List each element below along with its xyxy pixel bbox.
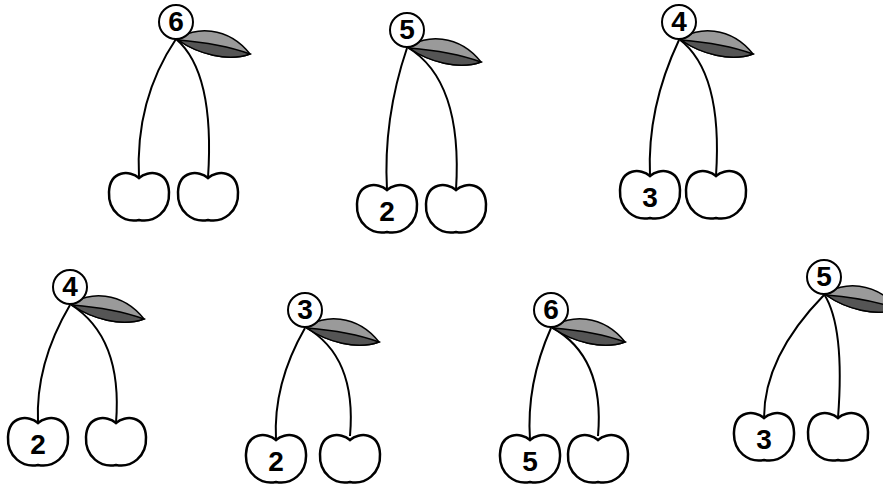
number-label: 5 [816, 263, 832, 291]
number-circle: 5 [389, 12, 425, 48]
number-label: 5 [399, 16, 415, 44]
number-circle: 4 [52, 269, 88, 305]
leaves [72, 31, 883, 345]
number-label: 3 [297, 296, 313, 324]
number-label: 6 [168, 8, 184, 36]
number-label: 2 [379, 198, 395, 226]
cherry-number: 3 [617, 168, 683, 222]
cherry-stem [38, 305, 70, 423]
number-label: 4 [62, 273, 78, 301]
number-label: 4 [671, 8, 687, 36]
number-circle: 5 [806, 259, 842, 295]
number-circle: 4 [661, 4, 697, 40]
number-circle: 6 [158, 4, 194, 40]
left-stem [139, 39, 176, 178]
cherry-stem [764, 295, 824, 418]
number-circle: 3 [287, 292, 323, 328]
cherry-number: 3 [731, 410, 797, 464]
cherry-number: 2 [354, 182, 420, 236]
number-label: 5 [522, 448, 538, 476]
number-label: 6 [543, 296, 559, 324]
cherry-stem [529, 328, 551, 440]
cherry-number: 5 [497, 432, 563, 486]
empty-cherries [86, 171, 868, 482]
number-label: 2 [30, 431, 46, 459]
cherry-number: 2 [5, 415, 71, 469]
cherry-number: 2 [243, 432, 309, 486]
cherry-stem [276, 328, 305, 440]
cherry-stem [386, 48, 407, 190]
cherry-stem [650, 40, 679, 176]
number-label: 3 [756, 426, 772, 454]
right-stems [70, 39, 840, 436]
number-label: 3 [642, 184, 658, 212]
number-circle: 6 [533, 292, 569, 328]
number-label: 2 [268, 448, 284, 476]
